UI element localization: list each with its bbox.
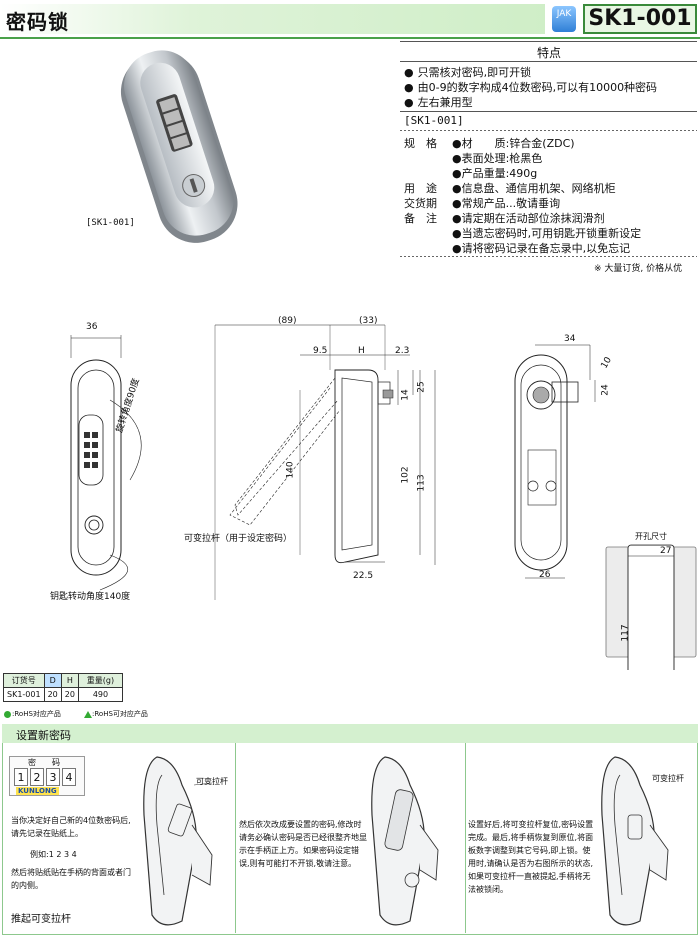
key-rotation-label: 钥匙转动角度140度 <box>50 592 131 602</box>
brand-badge: JAK <box>552 6 576 32</box>
step3-text: 设置好后,将可变拉杆复位,密码设置完成。最后,将手柄恢复到原位,将面板数字调整到… <box>468 820 594 894</box>
spec-value: ●表面处理:枪黑色 <box>452 152 543 165</box>
spec-value: ●材 质:锌合金(ZDC) <box>452 137 575 150</box>
rohs-possible-icon <box>84 711 92 718</box>
title-bar <box>0 4 545 34</box>
dim-22-5: 22.5 <box>353 571 374 581</box>
dim-113: 113 <box>416 474 427 492</box>
features-bottom-rule <box>400 111 697 112</box>
step1-footer: 推起可变拉杆 <box>11 914 71 925</box>
order-col-header: 重量(g) <box>77 673 123 688</box>
rohs-b: :RoHS可对应产品 <box>92 710 148 718</box>
step-divider <box>235 743 236 933</box>
spec-value: ●产品重量:490g <box>452 167 538 180</box>
spec-value: ●请定期在活动部位涂抹润滑剂 <box>452 212 605 225</box>
order-col-header: D <box>43 673 62 688</box>
features-heading-rule <box>400 61 697 62</box>
fig3-label: 可变拉杆 <box>652 774 684 783</box>
code-digit: 2 <box>30 768 44 786</box>
order-col-header: 订货号 <box>3 673 45 688</box>
dim-89: (89) <box>278 316 297 326</box>
dim-25: 25 <box>416 381 427 393</box>
order-col-header: H <box>60 673 79 688</box>
spec-label: 用 途 <box>404 182 437 195</box>
dim-front-width: 36 <box>86 322 98 332</box>
dim-140: 140 <box>285 461 296 479</box>
back-view <box>514 344 596 579</box>
dim-h: H <box>358 346 365 356</box>
steps-header <box>2 724 698 743</box>
step1-example: 例如:1 2 3 4 <box>30 850 77 859</box>
order-cell: 20 <box>43 687 62 702</box>
step1-illustration <box>143 756 213 926</box>
dim-102: 102 <box>400 466 411 484</box>
code-brand: KUNLONG <box>16 787 59 795</box>
code-digit: 1 <box>14 768 28 786</box>
spec-rule <box>400 130 697 131</box>
technical-drawing <box>70 324 697 670</box>
dim-2-3: 2.3 <box>395 346 410 356</box>
order-cell: 490 <box>77 687 123 702</box>
order-table: 订货号 D H 重量(g) SK1-001 20 20 490 <box>3 673 123 702</box>
spec-value: ●请将密码记录在备忘录中,以免忘记 <box>452 242 631 255</box>
side-view <box>214 324 436 600</box>
cutout-view <box>605 544 697 670</box>
model-number: SK1-001 <box>583 4 697 34</box>
front-view <box>70 335 142 591</box>
table-row: SK1-001 20 20 490 <box>3 687 123 702</box>
feature-item: 由0-9的数字构成4位数密码,可以有10000种密码 <box>404 79 657 95</box>
product-photo <box>120 50 238 243</box>
features-top-rule <box>400 41 697 42</box>
spec-value: ●常规产品...敬请垂询 <box>452 197 561 210</box>
spec-label: 规 格 <box>404 137 437 150</box>
spec-label: 交货期 <box>404 197 437 210</box>
page-title: 密码锁 <box>6 10 69 34</box>
step3-illustration <box>601 756 669 926</box>
footnote: ※ 大量订货, 价格从优 <box>594 264 683 274</box>
variable-lever-label: 可变拉杆（用于设定密码） <box>184 534 293 544</box>
dim-back-34: 34 <box>564 334 576 344</box>
features-heading: 特点 <box>537 46 562 60</box>
dim-back-26: 26 <box>539 570 551 580</box>
dim-9-5: 9.5 <box>313 346 328 356</box>
dim-33: (33) <box>359 316 378 326</box>
rohs-icon <box>4 711 11 718</box>
spec-value: ●信息盘、通信用机架、网络机柜 <box>452 182 616 195</box>
step2-text: 然后依次改成要设置的密码,修改时请务必确认密码是否已经很整齐地显示在手柄正上方。… <box>239 820 367 868</box>
order-cell: SK1-001 <box>3 687 45 702</box>
cutout-117: 117 <box>620 624 631 642</box>
feature-item: 只需核对密码,即可开锁 <box>404 64 532 80</box>
feature-item: 左右兼用型 <box>404 94 473 110</box>
cutout-title: 开孔尺寸 <box>635 532 667 541</box>
code-label: 密 码 <box>28 758 60 767</box>
order-cell: 20 <box>60 687 79 702</box>
spec-value: ●当遗忘密码时,可用钥匙开锁重新设定 <box>452 227 642 240</box>
steps-title: 设置新密码 <box>16 729 71 742</box>
dim-14: 14 <box>400 389 411 401</box>
code-digit: 4 <box>62 768 76 786</box>
order-header-row: 订货号 D H 重量(g) <box>3 673 123 688</box>
step1-text2: 然后将贴纸贴在手柄的背面或者门的内侧。 <box>11 868 131 890</box>
step-divider <box>465 743 466 933</box>
spec-model-tag: [SK1-001] <box>404 114 464 127</box>
dim-back-24: 24 <box>600 384 611 396</box>
fig1-label: 可变拉杆 <box>196 777 228 786</box>
cutout-27: 27 <box>660 546 672 556</box>
rohs-a: :RoHS对应产品 <box>12 710 61 718</box>
step1-text: 当你决定好自己新的4位数密码后,请先记录在贴纸上。 <box>11 816 131 838</box>
header-divider <box>0 37 700 39</box>
code-digit: 3 <box>46 768 60 786</box>
spec-label: 备 注 <box>404 212 437 225</box>
photo-caption: [SK1-001] <box>86 218 135 228</box>
step2-illustration <box>371 756 439 926</box>
spec-bottom-rule <box>400 256 697 257</box>
